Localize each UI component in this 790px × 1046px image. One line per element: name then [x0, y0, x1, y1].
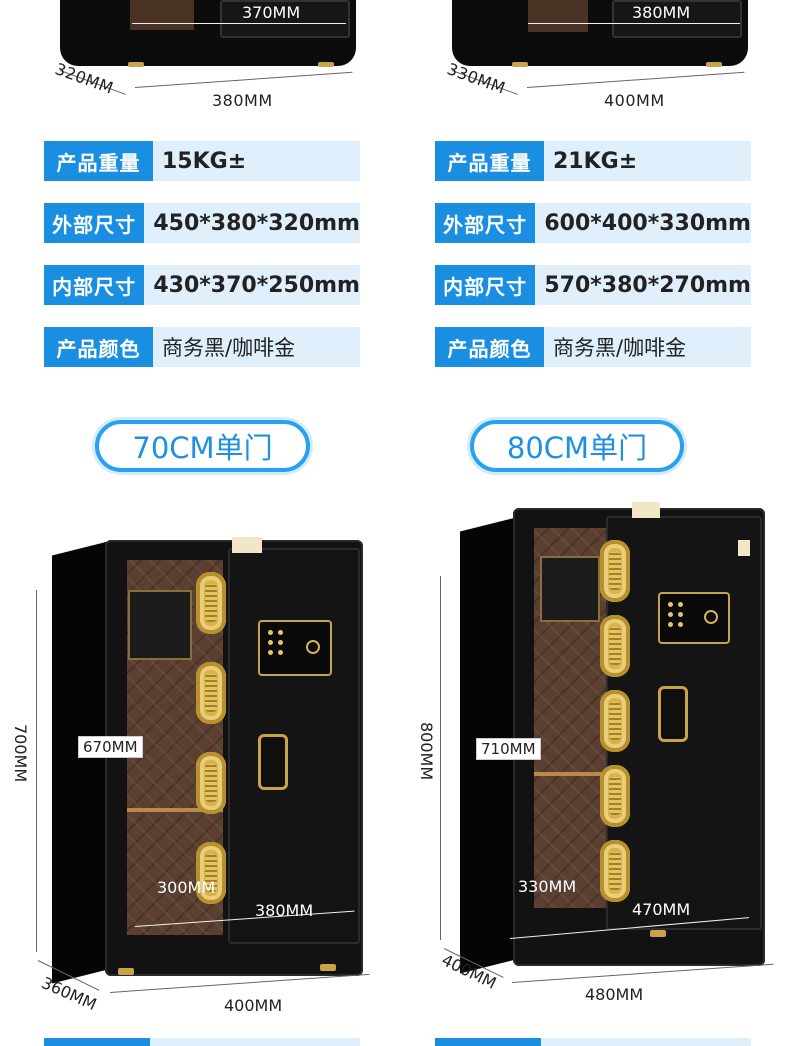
safe-door	[612, 0, 742, 38]
spec-key-partial	[44, 1038, 150, 1046]
width-label: 480MM	[585, 985, 644, 1004]
dimension-line	[36, 590, 37, 952]
safe-interior	[130, 0, 194, 30]
safe-foot	[128, 62, 144, 67]
safe-interior	[528, 0, 588, 32]
door-hinge	[650, 930, 666, 937]
next-spec-row-left	[44, 1038, 360, 1046]
spec-row-outer-size: 外部尺寸 450*380*320mm	[44, 203, 360, 243]
spec-row-inner-size: 内部尺寸 430*370*250mm	[44, 265, 360, 305]
handle-icon	[258, 734, 288, 790]
spec-key: 外部尺寸	[44, 203, 145, 243]
spec-value-partial	[150, 1038, 360, 1046]
safe-foot	[706, 62, 722, 67]
spec-key: 内部尺寸	[44, 265, 145, 305]
spec-key-partial	[435, 1038, 541, 1046]
width-label: 400MM	[224, 996, 283, 1015]
spec-value-partial	[541, 1038, 751, 1046]
spec-row-weight: 产品重量 15KG±	[44, 141, 360, 181]
model-title-70cm: 70CM单门	[95, 420, 310, 472]
safe-body-top-left	[60, 0, 356, 66]
brand-logo	[232, 537, 262, 553]
spec-row-inner-size: 内部尺寸 570*380*270mm	[435, 265, 751, 305]
spec-value: 商务黑/咖啡金	[544, 327, 751, 367]
inner-height-label: 710MM	[476, 738, 541, 760]
safe-side-panel	[52, 540, 112, 984]
locking-bolt	[196, 752, 226, 814]
safe-door	[228, 548, 360, 944]
dimension-line	[526, 71, 745, 88]
dimension-line	[440, 576, 441, 940]
next-spec-row-right	[435, 1038, 751, 1046]
locking-bolt	[196, 572, 226, 634]
spec-key: 外部尺寸	[435, 203, 536, 243]
locking-bolt	[600, 540, 630, 602]
inner-drawer	[540, 556, 600, 622]
spec-key: 内部尺寸	[435, 265, 536, 305]
safe-body-top-right	[452, 0, 748, 66]
inner-width-label: 380MM	[255, 901, 314, 920]
spec-key: 产品颜色	[435, 327, 544, 367]
spec-key: 产品重量	[44, 141, 153, 181]
spec-value: 570*380*270mm	[535, 265, 751, 305]
inner-depth-label: 330MM	[518, 877, 577, 896]
spec-row-color: 产品颜色 商务黑/咖啡金	[435, 327, 751, 367]
width-label: 400MM	[604, 91, 665, 110]
safe-foot	[118, 968, 134, 975]
spec-value: 450*380*320mm	[144, 203, 360, 243]
locking-bolt	[600, 615, 630, 677]
height-label: 700MM	[11, 724, 30, 783]
brand-badge	[738, 540, 750, 556]
width-label: 380MM	[212, 91, 273, 110]
model-title-80cm: 80CM单门	[470, 420, 684, 472]
dimension-line	[528, 23, 740, 24]
inner-shelf	[127, 808, 223, 812]
inner-width-label: 370MM	[242, 3, 301, 22]
dimension-line	[109, 973, 370, 993]
inner-drawer	[128, 590, 192, 660]
spec-row-outer-size: 外部尺寸 600*400*330mm	[435, 203, 751, 243]
spec-key: 产品重量	[435, 141, 544, 181]
inner-height-label: 670MM	[78, 736, 143, 758]
spec-value: 21KG±	[544, 141, 751, 181]
spec-row-weight: 产品重量 21KG±	[435, 141, 751, 181]
spec-value: 15KG±	[153, 141, 360, 181]
spec-value: 商务黑/咖啡金	[153, 327, 360, 367]
inner-width-label: 470MM	[632, 900, 691, 919]
brand-logo	[632, 502, 660, 518]
spec-value: 430*370*250mm	[144, 265, 360, 305]
dimension-line	[134, 71, 353, 88]
locking-bolt	[600, 840, 630, 902]
locking-bolt	[196, 662, 226, 724]
safe-foot	[318, 62, 334, 67]
locking-bolt	[196, 842, 226, 904]
inner-shelf	[534, 772, 606, 776]
inner-width-label: 380MM	[632, 3, 691, 22]
locking-bolt	[600, 765, 630, 827]
safe-door	[220, 0, 350, 38]
dimension-line	[511, 963, 774, 983]
keypad-icon	[258, 620, 332, 676]
locking-bolt	[600, 690, 630, 752]
spec-value: 600*400*330mm	[535, 203, 751, 243]
height-label: 800MM	[417, 722, 436, 781]
keypad-icon	[658, 592, 730, 644]
dimension-line	[132, 23, 346, 24]
handle-icon	[658, 686, 688, 742]
spec-row-color: 产品颜色 商务黑/咖啡金	[44, 327, 360, 367]
inner-depth-label: 300MM	[157, 878, 216, 897]
spec-key: 产品颜色	[44, 327, 153, 367]
safe-foot	[512, 62, 528, 67]
safe-foot	[320, 964, 336, 971]
